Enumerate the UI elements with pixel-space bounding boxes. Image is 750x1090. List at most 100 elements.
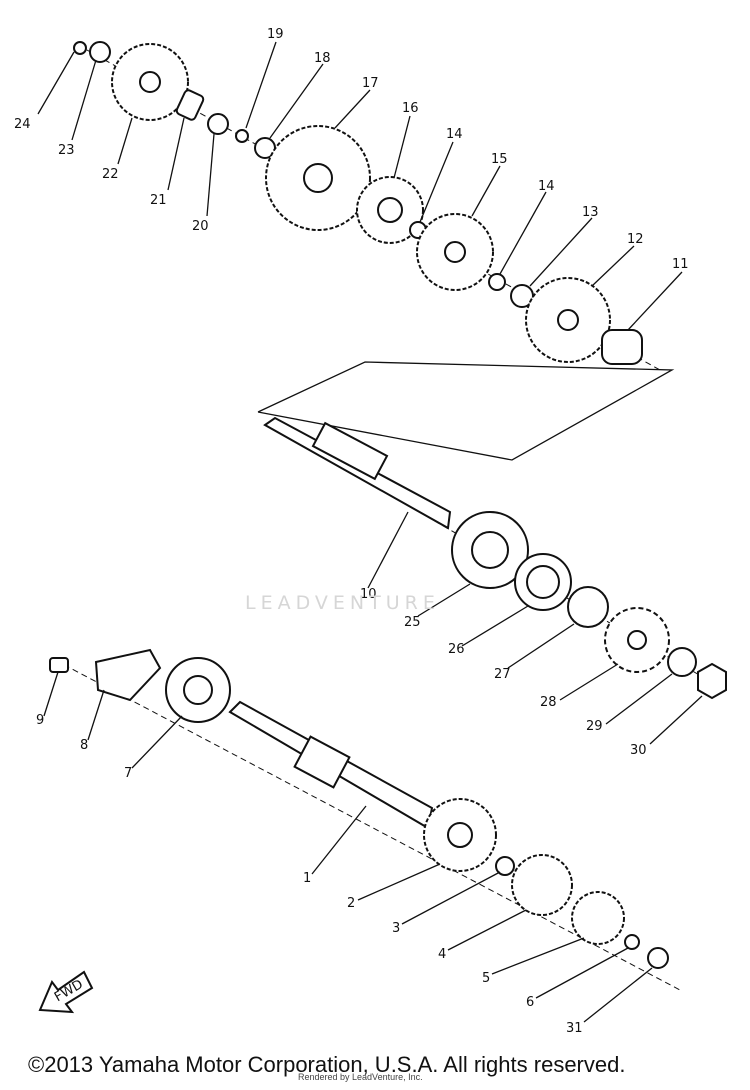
callout-23: 23 xyxy=(58,143,75,158)
callout-25: 25 xyxy=(404,615,421,630)
callout-2: 2 xyxy=(347,896,355,911)
gear-15-hub xyxy=(444,241,466,263)
callout-27: 27 xyxy=(494,667,511,682)
leader-5 xyxy=(491,937,585,975)
leader-11 xyxy=(627,271,683,331)
callout-9: 9 xyxy=(36,713,44,728)
bearing-25-inner xyxy=(471,531,509,569)
washer-20 xyxy=(207,113,229,135)
callout-8: 8 xyxy=(80,738,88,753)
leader-20 xyxy=(206,133,215,217)
drive-shaft-group xyxy=(263,416,727,700)
gear-22-hub xyxy=(139,71,161,93)
leader-28 xyxy=(559,663,619,701)
bushing-11 xyxy=(601,329,643,365)
callout-numbers: 1 2 3 4 5 6 7 8 9 10 11 12 13 14 14 15 1… xyxy=(14,27,689,1036)
leader-30 xyxy=(649,695,703,745)
callout-26: 26 xyxy=(448,642,465,657)
bearing-7-inner xyxy=(183,675,213,705)
callout-17: 17 xyxy=(362,76,379,91)
leader-7 xyxy=(131,715,183,769)
leader-16 xyxy=(393,115,411,179)
fwd-arrow-shape xyxy=(38,970,94,1014)
nut-31 xyxy=(647,947,669,969)
leader-4 xyxy=(447,909,527,951)
seal-26-inner xyxy=(526,565,560,599)
gear-2-hub xyxy=(447,822,473,848)
leader-18 xyxy=(269,63,324,139)
main-axle-group xyxy=(49,648,669,969)
callout-11: 11 xyxy=(672,257,689,272)
callout-29: 29 xyxy=(586,719,603,734)
callout-10: 10 xyxy=(360,587,377,602)
leader-17 xyxy=(334,89,371,129)
callout-22: 22 xyxy=(102,167,119,182)
callout-3: 3 xyxy=(392,921,400,936)
gear-16-hub xyxy=(377,197,403,223)
circlip-24 xyxy=(73,41,87,55)
lockwasher-29 xyxy=(667,647,697,677)
leader-10 xyxy=(367,511,409,589)
assembly-bracket xyxy=(257,361,675,461)
gear-5 xyxy=(571,891,625,945)
nut-30 xyxy=(697,662,727,700)
leader-12 xyxy=(591,245,635,287)
leader-22 xyxy=(117,117,133,165)
leadventure-watermark: LEADVENTURE xyxy=(245,592,440,614)
callout-28: 28 xyxy=(540,695,557,710)
copyright-notice: ©2013 Yamaha Motor Corporation, U.S.A. A… xyxy=(28,1052,626,1077)
callout-16: 16 xyxy=(402,101,419,116)
leader-2 xyxy=(357,863,441,901)
upper-gear-group xyxy=(73,41,643,365)
leader-14a xyxy=(419,141,454,223)
bolt-9 xyxy=(49,657,69,673)
leader-13 xyxy=(529,217,593,287)
callout-13: 13 xyxy=(582,205,599,220)
callout-6: 6 xyxy=(526,995,534,1010)
leader-lines xyxy=(37,41,703,1023)
leader-24 xyxy=(37,51,75,115)
callout-5: 5 xyxy=(482,971,490,986)
clip-21 xyxy=(175,89,205,121)
callout-20: 20 xyxy=(192,219,209,234)
washer-23 xyxy=(89,41,111,63)
gear-12-hub xyxy=(557,309,579,331)
lower-axis-line xyxy=(54,659,681,991)
callout-15: 15 xyxy=(491,152,508,167)
callout-1: 1 xyxy=(303,871,311,886)
leader-27 xyxy=(507,623,575,669)
circlip-14b xyxy=(488,273,506,291)
fwd-arrow: FWD xyxy=(38,970,94,1014)
circlip-19 xyxy=(235,129,249,143)
leader-1 xyxy=(311,805,367,875)
leader-9 xyxy=(43,671,59,717)
callout-30: 30 xyxy=(630,743,647,758)
drive-shaft-10-splines xyxy=(311,421,389,481)
callout-24: 24 xyxy=(14,117,31,132)
stopper-plate-8 xyxy=(94,648,162,702)
callout-4: 4 xyxy=(438,947,446,962)
leader-29 xyxy=(605,673,673,725)
gear-17-hub xyxy=(303,163,333,193)
leader-8 xyxy=(87,689,105,741)
sprocket-28-hub xyxy=(627,630,647,650)
callout-14b: 14 xyxy=(538,179,555,194)
callout-12: 12 xyxy=(627,232,644,247)
callout-19: 19 xyxy=(267,27,284,42)
callout-21: 21 xyxy=(150,193,167,208)
gear-4 xyxy=(511,854,573,916)
drive-shaft-10 xyxy=(263,416,452,530)
callout-18: 18 xyxy=(314,51,331,66)
leader-15 xyxy=(471,165,501,217)
leader-19 xyxy=(245,41,277,129)
leader-21 xyxy=(167,117,185,191)
callout-7: 7 xyxy=(124,766,132,781)
callout-31: 31 xyxy=(566,1021,583,1036)
leader-14b xyxy=(499,191,547,275)
main-axle-1-gear xyxy=(293,735,351,789)
callout-14a: 14 xyxy=(446,127,463,142)
rendered-by-notice: Rendered by LeadVenture, Inc. xyxy=(298,1072,423,1082)
leader-25 xyxy=(417,583,471,617)
circlip-3 xyxy=(495,856,515,876)
